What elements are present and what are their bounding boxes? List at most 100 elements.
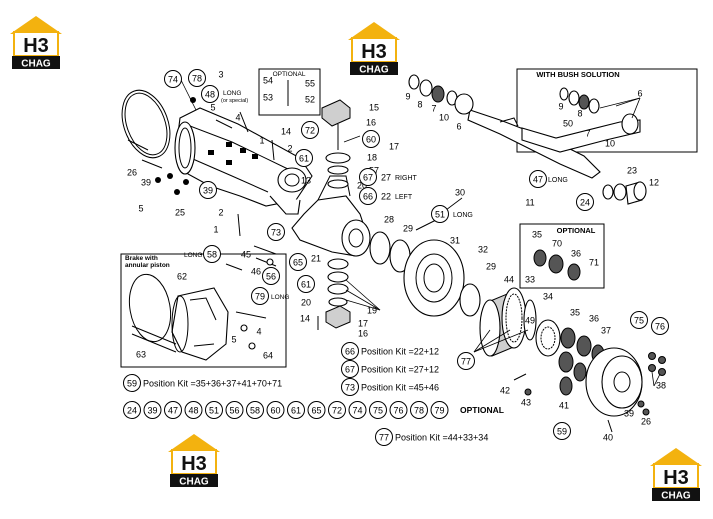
part-callout-45-label: 45 [241,249,251,259]
bush-box-drawing [521,87,641,153]
part-callout-35-label: 35 [570,307,580,317]
optional-callout-65-label: 65 [311,405,321,415]
part-callout-63: 63 [136,349,146,359]
bush-box-title: WITH BUSH SOLUTION [536,70,619,79]
part-callout-5: 5 [210,102,215,112]
annular-brake-drawing [128,273,267,361]
part-callout-67-label: 67 [363,172,373,182]
part-callout-6-label: 6 [456,121,461,131]
part-callout-58: 58 [203,245,221,263]
part-callout-22-label: 22 [381,191,391,201]
part-callout-37-label: 37 [601,325,611,335]
part-callout-36-label: 36 [571,248,581,258]
part-callout-70-label: 70 [552,238,562,248]
part-callout-29-label: 29 [486,261,496,271]
part-callout-78-label: 78 [192,73,202,83]
part-callout-38-label: 38 [656,380,666,390]
kit-callout-77: 77 [375,428,393,446]
part-callout-5-label: 5 [210,102,215,112]
part-callout-14: 14 [281,126,291,136]
part-callout-77: 77 [457,352,475,370]
optional-callout-75-label: 75 [373,405,383,415]
part-callout-29: 29 [486,261,496,271]
part-callout-25-label: 25 [175,207,185,217]
optional-box-top: OPTIONAL [258,68,321,116]
part-callout-11-label: 11 [525,197,534,207]
part-callout-8-label: 8 [577,108,582,118]
items-24-23-12-drawing [602,181,647,205]
part-callout-16-label: 16 [358,328,368,338]
optional-callout-60: 60 [266,401,285,419]
part-callout-61: 61 [295,149,313,167]
optional-callout-39: 39 [143,401,162,419]
part-callout-28-label: 28 [384,214,394,224]
watermark-text-h3: H3 [181,453,207,475]
part-callout-21-label: 21 [311,253,321,263]
kit-text-66: Position Kit =22+12 [361,346,439,356]
optional-callout-56-label: 56 [229,405,239,415]
part-callout-52: 52 [305,94,315,104]
kingpin-top-drawing [287,80,351,189]
part-callout-74-label: 74 [168,74,178,84]
part-callout-21: 21 [311,253,321,263]
part-callout-34-label: 34 [543,291,553,301]
kit-callout-77-label: 77 [379,432,389,442]
hub-cover-drawing [585,347,643,417]
part-callout-13: 13 [301,175,311,185]
part-callout-49-label: 49 [525,315,535,325]
planet-gears-drawing [558,327,605,396]
optional-callout-47: 47 [164,401,182,419]
optional-callout-51-label: 51 [209,405,219,415]
part-callout-8: 8 [577,108,582,118]
leader-lines [179,77,661,387]
wheel-hub-drawing [403,239,465,317]
part-callout-62: 62 [177,271,187,281]
part-callout-46: 46 [251,266,261,276]
label-right: RIGHT [395,175,418,182]
bolt-30-drawing [415,219,437,231]
part-callout-10-label: 10 [605,138,615,148]
part-callout-6-label: 6 [637,88,642,98]
kit-callout-73: 73 [341,378,359,396]
part-callout-29-label: 29 [403,223,413,233]
part-callout-7-label: 7 [431,103,436,113]
optional-callout-72: 72 [328,401,346,419]
label-or-special: (or special) [221,98,248,104]
part-callout-20-label: 20 [301,297,311,307]
watermark-text-chag: CHAG [179,477,209,488]
part-callout-32-label: 32 [478,244,488,254]
optional-callout-24: 24 [123,401,141,419]
part-callout-39-label: 39 [203,185,213,195]
part-callout-60: 60 [362,130,380,148]
part-callout-39: 39 [141,177,151,187]
optional-callout-76-label: 76 [393,405,403,415]
part-callout-45: 45 [241,249,251,259]
part-callout-24-label: 24 [580,197,590,207]
steering-knuckle-drawing [291,175,371,257]
ring-74-inner-drawing [124,92,168,156]
part-callout-9: 9 [558,101,563,111]
watermark-logo-bottom-left: H3 CHAG [168,434,220,488]
part-callout-26: 26 [127,167,137,177]
part-callout-40-label: 40 [603,432,613,442]
part-callout-66-label: 66 [363,191,373,201]
optional-callout-74: 74 [348,401,367,419]
part-callout-23: 23 [627,165,637,175]
part-callout-39-label: 39 [624,408,634,418]
part-callout-1-label: 1 [259,135,264,145]
part-callout-10: 10 [439,112,449,122]
part-callout-19: 19 [367,305,377,315]
watermark-text-h3: H3 [361,41,387,63]
label-long-special: LONG [223,90,241,97]
part-callout-41: 41 [559,400,569,410]
part-callout-65-label: 65 [293,257,303,267]
part-callout-47: 47 [529,170,547,188]
part-callout-16: 16 [366,117,376,127]
part-callout-43-label: 43 [521,397,531,407]
optional-callout-47-label: 47 [168,405,178,415]
part-callout-30-label: 30 [455,187,465,197]
part-callout-29: 29 [403,223,413,233]
kingpin-bottom-drawing [317,271,351,330]
